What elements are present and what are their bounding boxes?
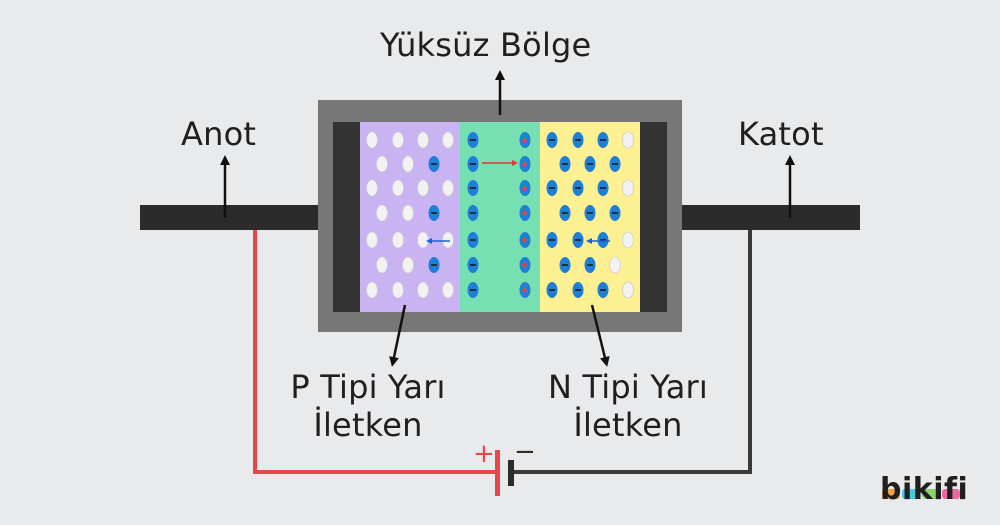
hole-carrier xyxy=(376,204,388,222)
charge-carriers xyxy=(366,131,634,299)
hole-carrier xyxy=(402,155,414,173)
positive-wire xyxy=(253,230,497,474)
p-type-label-line2: İletken xyxy=(313,406,423,444)
hole-carrier xyxy=(442,131,454,149)
hole-carrier xyxy=(376,155,388,173)
hole-carrier xyxy=(392,131,404,149)
hole-carrier xyxy=(622,179,634,197)
brand-logo: bikifi xyxy=(880,472,980,512)
hole-carrier xyxy=(417,231,429,249)
n-type-label-line1: N Tipi Yarı xyxy=(548,368,708,406)
hole-carrier xyxy=(622,281,634,299)
hole-carrier xyxy=(402,204,414,222)
hole-carrier xyxy=(366,231,378,249)
negative-wire xyxy=(512,230,752,474)
hole-carrier xyxy=(392,281,404,299)
cathode-plate xyxy=(640,122,667,312)
hole-carrier xyxy=(442,179,454,197)
hole-carrier xyxy=(392,179,404,197)
p-type-pointer-arrow xyxy=(389,304,407,367)
hole-carrier xyxy=(366,131,378,149)
cathode-lead xyxy=(680,205,860,230)
hole-carrier xyxy=(622,131,634,149)
drift-arrow-head xyxy=(512,160,518,166)
hole-carrier xyxy=(442,231,454,249)
hole-carrier xyxy=(376,256,388,274)
hole-carrier xyxy=(417,281,429,299)
hole-carrier xyxy=(417,179,429,197)
depletion-region-label: Yüksüz Bölge xyxy=(380,26,592,64)
n-type-label-line2: İletken xyxy=(573,406,683,444)
hole-carrier xyxy=(366,179,378,197)
anode-lead xyxy=(140,205,320,230)
battery-negative-plate xyxy=(508,460,514,486)
anode-plate xyxy=(333,122,360,312)
battery-minus-sign: − xyxy=(514,437,536,467)
battery-plus-sign: + xyxy=(473,439,495,469)
hole-carrier xyxy=(417,131,429,149)
hole-carrier xyxy=(366,281,378,299)
battery-positive-plate xyxy=(495,450,500,496)
anode-label: Anot xyxy=(181,115,257,153)
cathode-label: Katot xyxy=(738,115,824,153)
hole-carrier xyxy=(442,281,454,299)
hole-carrier xyxy=(609,256,621,274)
electron-flow-arrow-head xyxy=(586,238,592,244)
hole-carrier xyxy=(392,231,404,249)
hole-carrier xyxy=(622,231,634,249)
hole-carrier xyxy=(402,256,414,274)
p-type-label-line1: P Tipi Yarı xyxy=(290,368,446,406)
hole-flow-arrow-head xyxy=(426,238,432,244)
brand-name: bikifi xyxy=(880,472,969,507)
n-type-pointer-arrow xyxy=(590,304,610,367)
